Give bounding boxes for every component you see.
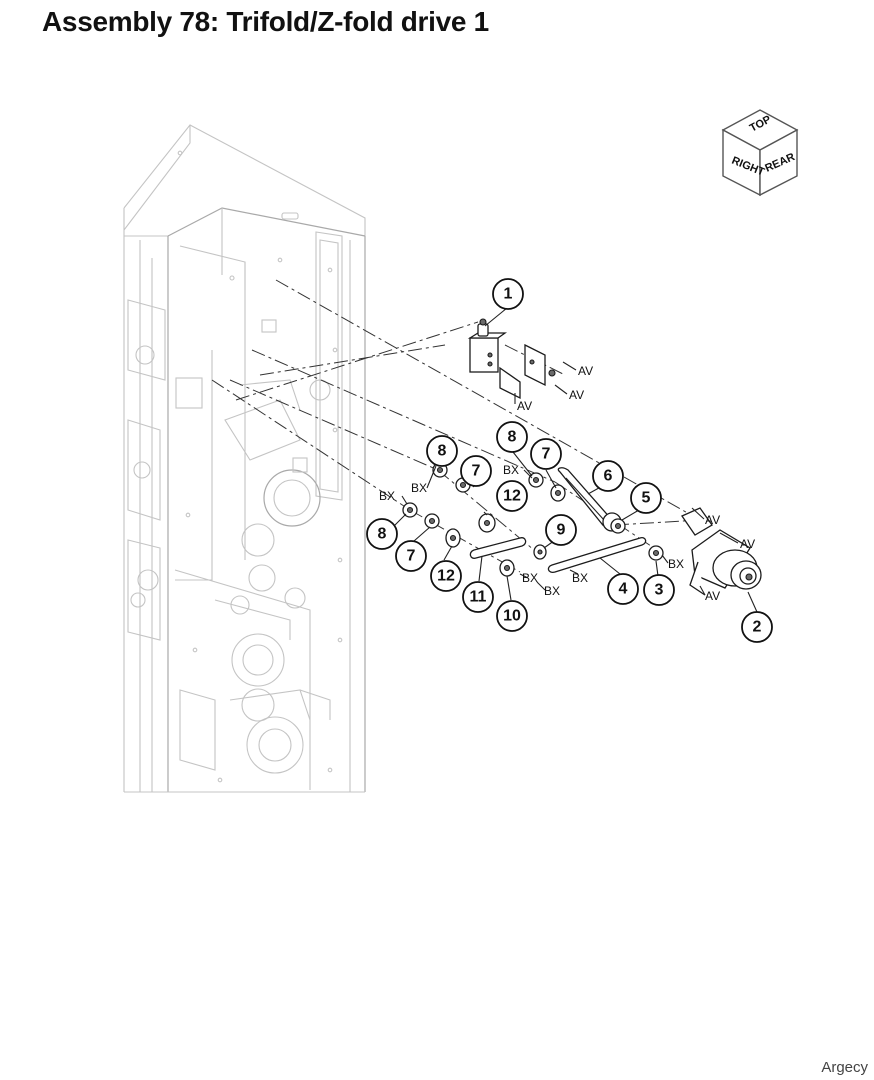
orientation-cube: TOP RIGHT REAR: [721, 109, 799, 197]
ref-label-av: AV: [740, 537, 755, 551]
ref-label-av: AV: [569, 388, 584, 402]
ref-label-bx: BX: [503, 463, 519, 477]
callout-7-left: 7: [395, 540, 427, 572]
svg-text:1: 1: [504, 286, 513, 303]
svg-text:6: 6: [604, 468, 613, 485]
callout-6: 6: [592, 460, 624, 492]
svg-text:2: 2: [753, 619, 762, 636]
svg-text:11: 11: [470, 589, 487, 606]
callout-12-upper: 12: [496, 480, 528, 512]
callout-2: 2: [741, 611, 773, 643]
callout-9: 9: [545, 514, 577, 546]
callout-8-upper-right: 8: [496, 421, 528, 453]
svg-text:8: 8: [508, 429, 517, 446]
ref-label-bx: BX: [411, 481, 427, 495]
ref-label-bx: BX: [668, 557, 684, 571]
machine-frame: [123, 124, 366, 793]
solenoid-part-1: [467, 318, 556, 400]
svg-text:10: 10: [503, 608, 521, 625]
callout-3: 3: [643, 574, 675, 606]
svg-text:7: 7: [407, 548, 416, 565]
callout-10: 10: [496, 600, 528, 632]
callout-8-center: 8: [426, 435, 458, 467]
reference-labels: AV AV AV AV AV AV BX BX BX BX BX BX BX: [379, 364, 755, 603]
callout-8-left: 8: [366, 518, 398, 550]
svg-text:7: 7: [472, 463, 481, 480]
watermark: Argecy: [821, 1059, 868, 1076]
callout-1: 1: [492, 278, 524, 310]
ref-label-bx: BX: [544, 584, 560, 598]
ref-label-av: AV: [517, 399, 532, 413]
callout-5: 5: [630, 482, 662, 514]
ref-label-bx: BX: [379, 489, 395, 503]
motor-part-2: [681, 507, 762, 596]
svg-text:8: 8: [378, 526, 387, 543]
parts: [402, 318, 762, 596]
ref-label-av: AV: [578, 364, 593, 378]
belt-part-4: [547, 537, 647, 573]
callout-4: 4: [607, 573, 639, 605]
callout-7-center: 7: [460, 455, 492, 487]
ref-label-av: AV: [705, 589, 720, 603]
svg-text:3: 3: [655, 582, 664, 599]
svg-text:8: 8: [438, 443, 447, 460]
svg-text:12: 12: [437, 568, 455, 585]
callout-12-lower: 12: [430, 560, 462, 592]
svg-text:12: 12: [503, 488, 521, 505]
belt-part-11: [469, 537, 527, 559]
ref-label-bx: BX: [522, 571, 538, 585]
ref-label-bx: BX: [572, 571, 588, 585]
svg-text:7: 7: [542, 446, 551, 463]
ref-label-av: AV: [705, 513, 720, 527]
callout-11: 11: [462, 581, 494, 613]
callout-7-upper-right: 7: [530, 438, 562, 470]
page-title: Assembly 78: Trifold/Z-fold drive 1: [42, 6, 489, 37]
svg-text:9: 9: [557, 522, 566, 539]
alignment-lines: [211, 279, 701, 573]
svg-text:5: 5: [642, 490, 651, 507]
svg-text:4: 4: [619, 581, 628, 598]
